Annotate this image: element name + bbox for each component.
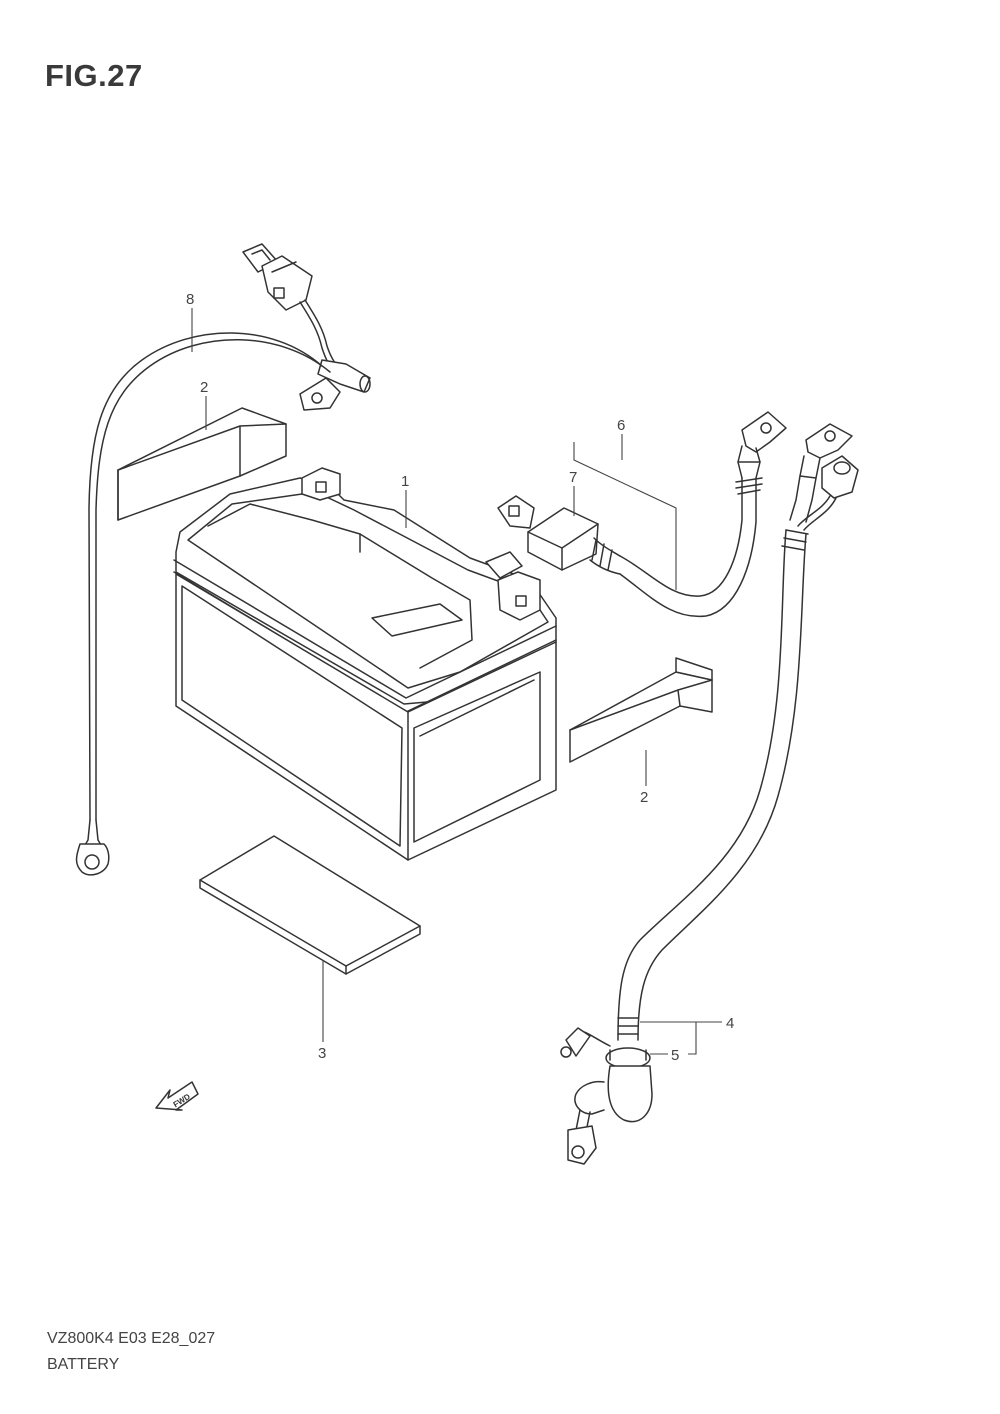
callout-pad-left: 2 xyxy=(200,379,208,396)
callout-pad-right: 2 xyxy=(640,789,648,806)
callout-pad-bottom: 3 xyxy=(318,1045,326,1062)
negative-lead xyxy=(560,423,859,1165)
ground-lead xyxy=(75,243,371,876)
callout-terminal-cover: 7 xyxy=(569,469,577,486)
battery-pad-bottom xyxy=(199,835,421,975)
battery-pad-left xyxy=(117,407,287,521)
figure-code: VZ800K4 E03 E28_027 xyxy=(47,1330,216,1347)
battery-pad-right xyxy=(569,657,713,763)
ground-lead-connector xyxy=(242,243,313,311)
callout-positive-lead: 6 xyxy=(617,417,625,434)
leader-lines xyxy=(191,308,722,1055)
figure-name: BATTERY xyxy=(47,1356,120,1373)
callout-cap: 5 xyxy=(671,1047,679,1064)
battery xyxy=(173,467,557,861)
callout-ground-lead: 8 xyxy=(186,291,194,308)
callout-negative-lead: 4 xyxy=(726,1015,734,1032)
positive-lead xyxy=(497,411,787,618)
fwd-arrow-icon: FWD xyxy=(155,1081,199,1111)
callout-battery: 1 xyxy=(401,473,409,490)
figure-title: FIG.27 xyxy=(45,58,143,93)
